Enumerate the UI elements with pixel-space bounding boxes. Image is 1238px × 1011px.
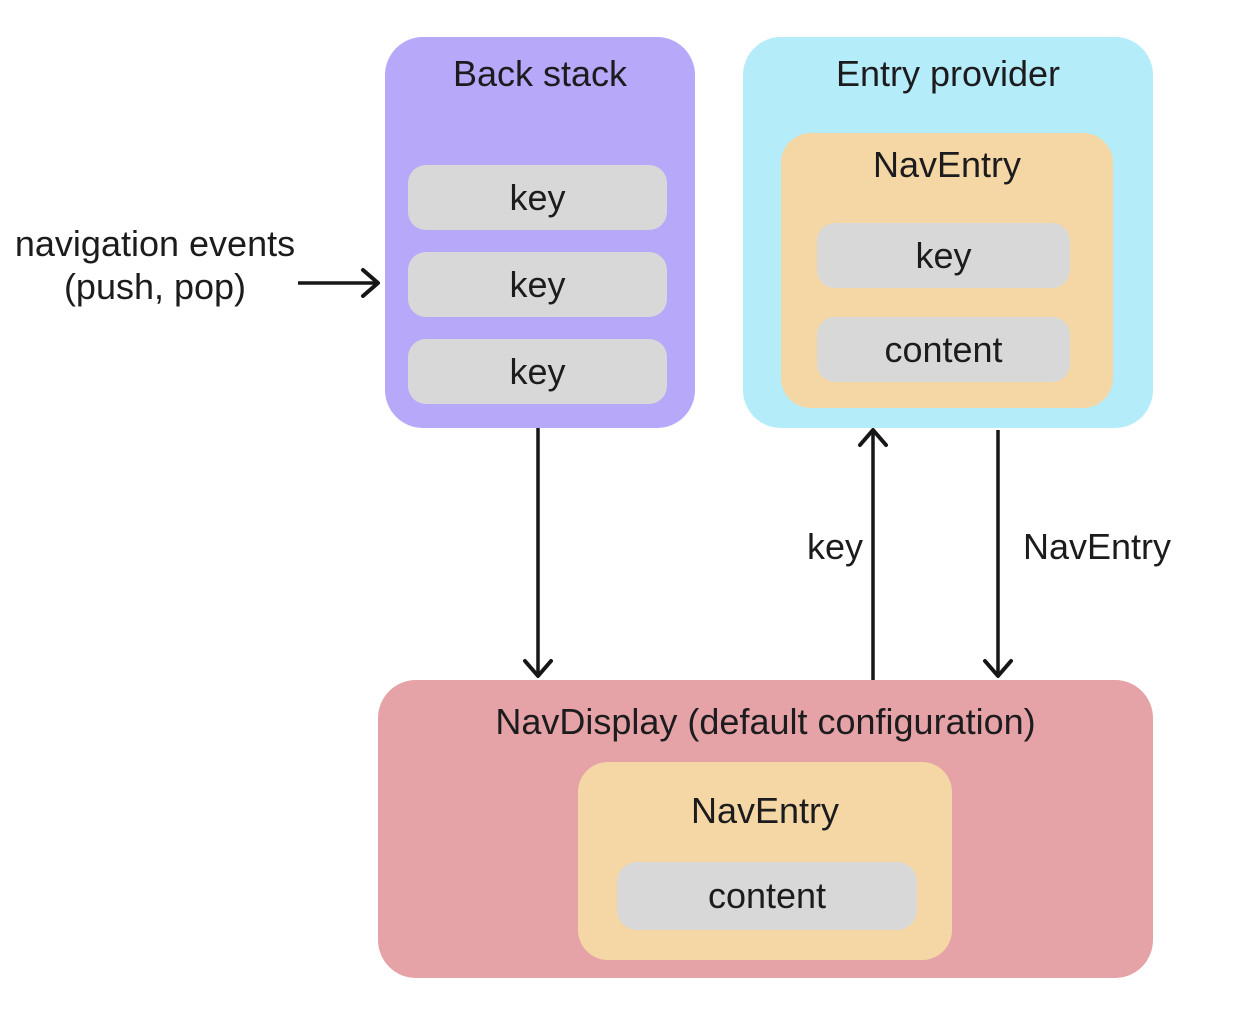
entry-provider-box: Entry provider NavEntry key content (743, 37, 1153, 428)
naventry-arrow-label: NavEntry (1023, 526, 1172, 567)
key-up-arrow (858, 428, 888, 680)
nav-display-nav-entry-box: NavEntry content (578, 762, 952, 960)
naventry-down-arrow (983, 430, 1013, 678)
navigation-events-line1: navigation events (14, 223, 296, 264)
backstack-to-navdisplay-arrow (523, 428, 553, 678)
push-pop-arrow (298, 268, 380, 298)
back-stack-box: Back stack key key key (385, 37, 695, 428)
key-arrow-label: key (806, 526, 863, 567)
nav-entry-content-pill: content (817, 317, 1070, 382)
nav-display-title: NavDisplay (default configuration) (495, 701, 1036, 742)
nav-display-nav-entry-title: NavEntry (690, 790, 840, 831)
entry-provider-nav-entry-box: NavEntry key content (781, 133, 1113, 408)
back-stack-key-pill-2: key (408, 252, 667, 317)
navigation-events-label: navigation events (push, pop) (5, 222, 305, 308)
back-stack-key-pill-1: key (408, 165, 667, 230)
nav-entry-key-pill: key (817, 223, 1070, 288)
nav-display-content-pill: content (617, 862, 917, 930)
back-stack-title: Back stack (452, 53, 628, 94)
back-stack-key-pill-3: key (408, 339, 667, 404)
navigation-events-line2: (push, pop) (63, 266, 247, 307)
nav-display-box: NavDisplay (default configuration) NavEn… (378, 680, 1153, 978)
nav-entry-title: NavEntry (872, 144, 1022, 185)
entry-provider-title: Entry provider (835, 53, 1061, 94)
